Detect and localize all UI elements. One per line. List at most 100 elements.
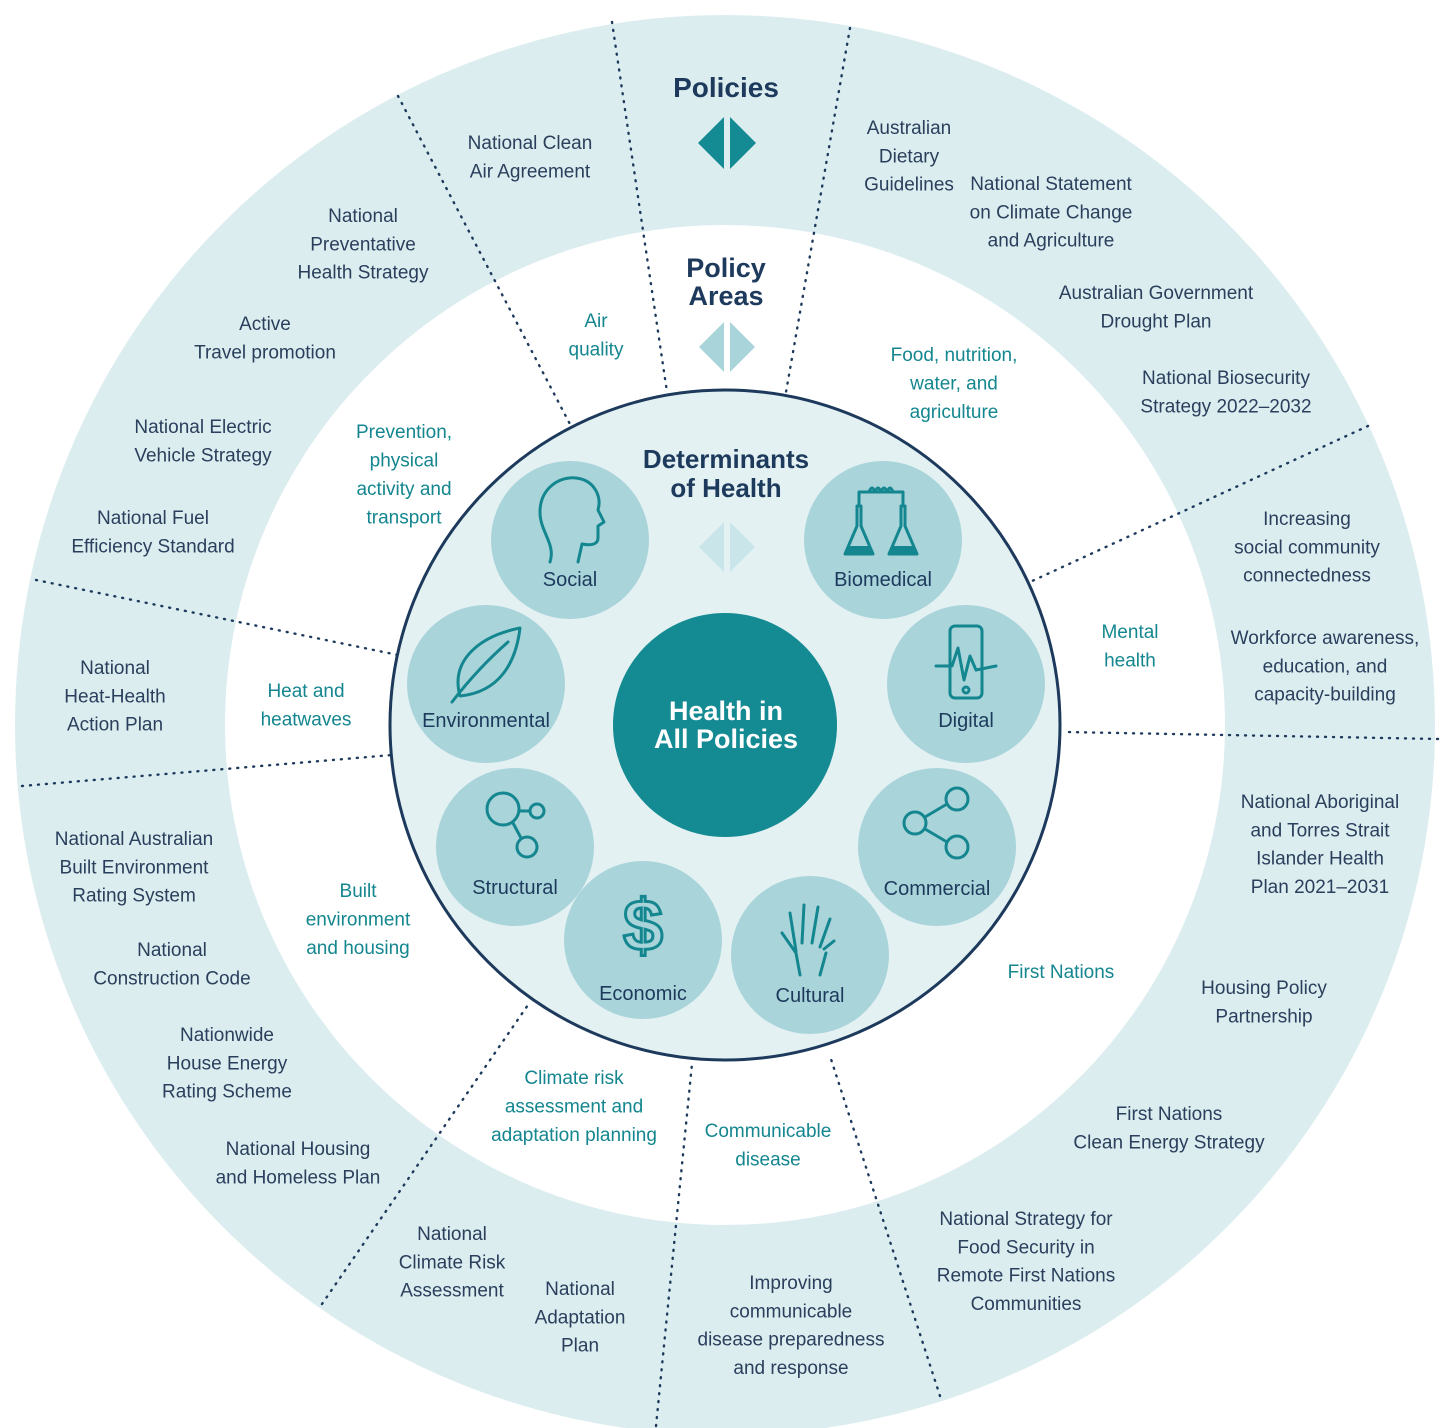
- determinant-label: Environmental: [422, 710, 550, 732]
- policy-area-label-line: physical: [370, 451, 439, 472]
- policy-label-line: National Biosecurity: [1142, 368, 1310, 389]
- determinant-social: Social: [491, 461, 649, 619]
- policy-label-line: Partnership: [1215, 1006, 1312, 1027]
- policy-label-line: National Australian: [55, 829, 213, 850]
- policy-label-line: House Energy: [167, 1053, 288, 1074]
- right-arrow-icon: [730, 322, 755, 372]
- share-network-icon: [902, 786, 970, 860]
- policy-label-line: Vehicle Strategy: [134, 445, 272, 466]
- policy-label-line: National Clean: [468, 133, 593, 154]
- policy-label-line: and Agriculture: [988, 231, 1115, 252]
- section-divider: [20, 753, 394, 788]
- left-arrow-icon: [698, 117, 724, 169]
- policy-label-line: connectedness: [1243, 566, 1371, 587]
- policy-area-label-line: assessment and: [505, 1097, 643, 1118]
- policy-area-label-line: Climate risk: [524, 1068, 624, 1089]
- policy-area-label-line: heatwaves: [261, 710, 352, 731]
- policy-label-line: National Electric: [134, 417, 271, 438]
- policy-label-line: National Strategy for: [939, 1209, 1113, 1230]
- leaf-icon: [450, 626, 522, 704]
- policy-label-line: Workforce awareness,: [1231, 628, 1420, 649]
- policy-label-line: Adaptation: [535, 1307, 626, 1328]
- policy-label-line: education, and: [1263, 656, 1388, 677]
- policy-label-line: Drought Plan: [1101, 311, 1212, 332]
- policy-label-line: Air Agreement: [470, 161, 591, 182]
- policy-area-label-line: Prevention,: [356, 422, 452, 443]
- center-title-line: Health in: [669, 696, 783, 726]
- policy-label-line: Food Security in: [957, 1237, 1094, 1258]
- policy-area-label: Communicable disease: [705, 1121, 832, 1171]
- center-title-line: All Policies: [654, 724, 798, 754]
- smartphone-heartbeat-icon: [934, 624, 998, 700]
- policy-label-line: disease preparedness: [698, 1330, 885, 1351]
- policy-label-line: Construction Code: [93, 968, 250, 989]
- determinant-digital: Digital: [887, 605, 1045, 763]
- policy-area-label-line: Food, nutrition,: [891, 345, 1018, 366]
- policy-label-line: National: [545, 1279, 615, 1300]
- raised-hand-icon: [780, 903, 836, 977]
- policy-label-line: Rating System: [72, 886, 196, 907]
- policy-area-label-line: Mental: [1101, 622, 1158, 643]
- policy-label-line: National: [417, 1224, 487, 1245]
- determinant-label: Social: [543, 569, 597, 591]
- policy-area-label-line: Communicable: [705, 1121, 832, 1142]
- policy-label-line: Clean Energy Strategy: [1073, 1132, 1265, 1153]
- policy-label-line: Islander Health: [1256, 849, 1384, 870]
- determinants-arrows-icon: [699, 522, 755, 572]
- policy-label-line: communicable: [730, 1301, 853, 1322]
- policy-label-line: Rating Scheme: [162, 1082, 292, 1103]
- policy-label-line: Housing Policy: [1201, 978, 1327, 999]
- left-arrow-icon: [699, 322, 724, 372]
- policies-arrows-icon: [698, 117, 756, 169]
- policy-label-line: Strategy 2022–2032: [1140, 396, 1311, 417]
- policy-area-label-line: Built: [340, 881, 378, 902]
- policy-label-line: Dietary: [879, 146, 940, 167]
- policy-area-label-line: agriculture: [910, 402, 999, 423]
- policy-label-line: National: [80, 658, 150, 679]
- policy-label-line: Plan: [561, 1336, 599, 1357]
- section-divider: [1063, 730, 1440, 741]
- policy-area-label-line: transport: [367, 508, 443, 529]
- policy-area-label-line: disease: [735, 1150, 801, 1171]
- head-profile-icon: [538, 476, 606, 564]
- policy-label-line: Action Plan: [67, 715, 163, 736]
- policy-label-line: capacity-building: [1254, 685, 1396, 706]
- policy-label-line: Communities: [971, 1294, 1082, 1315]
- determinant-label: Economic: [599, 983, 687, 1005]
- policy-label-line: Australian: [867, 118, 952, 139]
- right-arrow-icon: [730, 117, 756, 169]
- policy-label-line: Guidelines: [864, 175, 954, 196]
- section-divider: [828, 1054, 942, 1398]
- center-circle: [613, 613, 837, 837]
- lab-flasks-icon: [843, 486, 919, 556]
- policy-area-label-line: environment: [306, 910, 411, 931]
- determinant-label: Biomedical: [834, 569, 932, 591]
- left-arrow-icon: [699, 522, 724, 572]
- connected-circles-icon: [485, 791, 546, 859]
- policy-label-line: First Nations: [1116, 1104, 1223, 1125]
- determinant-circle: [436, 768, 594, 926]
- policy-label-line: Remote First Nations: [937, 1266, 1115, 1287]
- policy-area-label-line: activity and: [356, 479, 451, 500]
- determinants-heading-line: Determinants: [643, 444, 809, 474]
